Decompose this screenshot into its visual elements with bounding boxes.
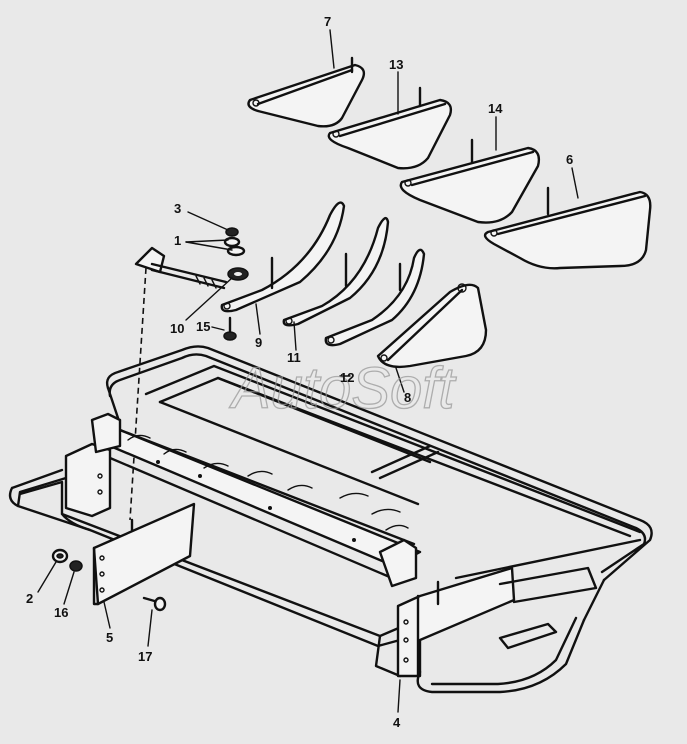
callout-7: 7 (324, 14, 331, 29)
blade-12 (324, 248, 426, 347)
callout-13: 13 (389, 57, 403, 72)
callout-16: 16 (54, 605, 68, 620)
flap-13 (327, 86, 453, 170)
callout-12: 12 (340, 370, 354, 385)
nut-16 (69, 560, 83, 572)
callout-10: 10 (170, 321, 184, 336)
callout-3: 3 (174, 201, 181, 216)
callout-11: 11 (287, 350, 301, 365)
washers-1 (223, 236, 249, 281)
callout-1: 1 (174, 233, 181, 248)
flap-14 (399, 138, 541, 224)
watermark: AutoSoft (229, 356, 457, 421)
callout-15: 15 (196, 319, 210, 334)
nut-2 (51, 548, 69, 564)
nut-3 (225, 227, 239, 237)
bolt-10 (134, 246, 228, 290)
assembly-line (129, 267, 147, 521)
bolt-15 (223, 316, 237, 341)
blade-9 (220, 201, 346, 313)
side-plate-5 (92, 502, 196, 606)
callout-9: 9 (255, 335, 262, 350)
blade-8 (376, 283, 488, 369)
bolt-17 (142, 596, 167, 612)
callout-4: 4 (393, 715, 401, 730)
callout-5: 5 (106, 630, 113, 645)
callout-6: 6 (566, 152, 573, 167)
callout-8: 8 (404, 390, 411, 405)
leader-lines (37, 29, 579, 713)
main-frame (8, 345, 653, 694)
flap-6 (483, 186, 652, 270)
callout-17: 17 (138, 649, 152, 664)
callout-14: 14 (488, 101, 503, 116)
callout-2: 2 (26, 591, 33, 606)
flap-7 (247, 56, 366, 128)
